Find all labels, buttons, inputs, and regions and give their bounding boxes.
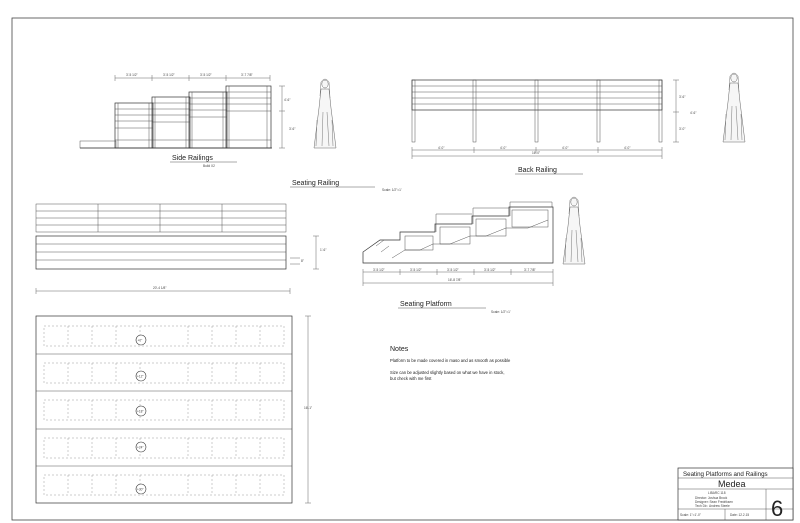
back-dim-3: 4'-0" xyxy=(562,146,568,150)
side-vert-dim-2: 3'-6" xyxy=(289,127,295,131)
seating-platform-title: Seating Platform xyxy=(400,301,452,308)
seating-platform-profile xyxy=(362,206,554,264)
title-block-director: Director: Joshua Brock xyxy=(695,496,728,500)
side-railings-note: Build X2 xyxy=(203,164,215,168)
platform-dim-1: 3'-5 1/2" xyxy=(373,268,385,272)
title-block-show: Medea xyxy=(718,479,746,489)
back-railing-frame xyxy=(411,79,663,111)
platform-dim-2: 3'-5 1/2" xyxy=(410,268,422,272)
side-dim-2: 3'-5 1/2" xyxy=(163,73,175,77)
notes-line-2: Size can be adjusted slightly based on w… xyxy=(390,370,505,375)
side-rail-block-1 xyxy=(114,102,154,149)
title-block-course: LIBARC 118 xyxy=(708,491,726,495)
human-scale-figure-1 xyxy=(313,78,337,149)
notes-heading: Notes xyxy=(390,346,409,353)
platform-overall-dim: 16'-8 7/8" xyxy=(448,278,461,282)
seating-rail-dim-1: 1'-6" xyxy=(320,248,326,252)
platform-dim-4: 3'-5 1/2" xyxy=(484,268,496,272)
side-dim-4: 3'-7 7/8" xyxy=(241,73,253,77)
title-block-scale: Scale: 1"=1'-0" xyxy=(680,513,701,517)
seating-platform-view: 3'-5 1/2" 3'-5 1/2" 3'-5 1/2" 3'-5 1/2" … xyxy=(362,196,586,314)
side-railings-title: Side Railings xyxy=(172,155,213,162)
title-block-sheet-number: 6 xyxy=(771,496,783,521)
side-dim-3: 3'-5 1/2" xyxy=(200,73,212,77)
title-block-date: Date: 12.2.15 xyxy=(730,513,749,517)
side-dim-1: 3'-5 1/2" xyxy=(126,73,138,77)
notes-line-1: Platform to be made covered in maso and … xyxy=(390,358,511,363)
plan-width-dim: 20'-4 1/8" xyxy=(153,286,166,290)
plan-marker-3: +18" xyxy=(137,410,144,414)
plan-height-dim: 16'-1" xyxy=(304,406,312,410)
back-dim-1: 4'-0" xyxy=(438,146,444,150)
back-vert-dim-3: 4'-6" xyxy=(690,111,696,115)
plan-marker-2: +12" xyxy=(137,375,144,379)
human-scale-figure-3 xyxy=(562,196,586,265)
title-block-sheet-title: Seating Platforms and Railings xyxy=(683,471,768,478)
back-railing-view: 16'-0" 4'-0" 4'-0" 4'-0" 4'-0" 3'-6" 3'-… xyxy=(411,72,746,175)
side-vert-dim-1: 4'-6" xyxy=(284,98,290,102)
platform-plan-view: 20'-4 1/8" 16'-1" +0" +12" xyxy=(35,286,312,504)
back-dim-4: 4'-0" xyxy=(624,146,630,150)
seating-railing-base xyxy=(35,235,287,270)
side-rail-block-2 xyxy=(151,96,191,149)
plan-outline xyxy=(35,315,293,504)
platform-dim-5: 3'-7 7/8" xyxy=(524,268,536,272)
plan-marker-1: +0" xyxy=(138,339,143,343)
back-vert-dim-2: 3'-0" xyxy=(679,127,685,131)
seating-railing-title: Seating Railing xyxy=(292,180,339,187)
seating-railing-view: Seating Railing Scale: 1/2"=1' 1'-6" 8" xyxy=(35,180,402,270)
platform-dim-3: 3'-5 1/2" xyxy=(447,268,459,272)
plan-marker-5: +30" xyxy=(137,488,144,492)
seating-rail-dim-2: 8" xyxy=(301,259,304,263)
plan-marker-4: +24" xyxy=(137,446,144,450)
side-rail-block-3 xyxy=(188,91,228,149)
title-block-designer: Designer: Sean Fredriksen xyxy=(695,500,733,504)
human-scale-figure-2 xyxy=(722,72,746,143)
back-dim-2: 4'-0" xyxy=(500,146,506,150)
seating-platform-scale: Scale: 1/2"=1' xyxy=(491,310,511,314)
notes-line-3: but check with me first xyxy=(390,376,432,381)
back-railing-title: Back Railing xyxy=(518,167,557,174)
side-rail-block-4 xyxy=(225,85,272,149)
seating-railing-scale: Scale: 1/2"=1' xyxy=(382,188,402,192)
title-block-tech-dir: Tech Dir.: Andrew Steele xyxy=(695,504,730,508)
sheet-border xyxy=(11,17,794,521)
notes-block: Notes Platform to be made covered in mas… xyxy=(390,346,511,381)
side-railings-view: 3'-5 1/2" 3'-5 1/2" 3'-5 1/2" 3'-7 7/8" xyxy=(79,73,337,168)
title-block: Seating Platforms and Railings Medea LIB… xyxy=(677,467,794,521)
back-vert-dim-1: 3'-6" xyxy=(679,95,685,99)
